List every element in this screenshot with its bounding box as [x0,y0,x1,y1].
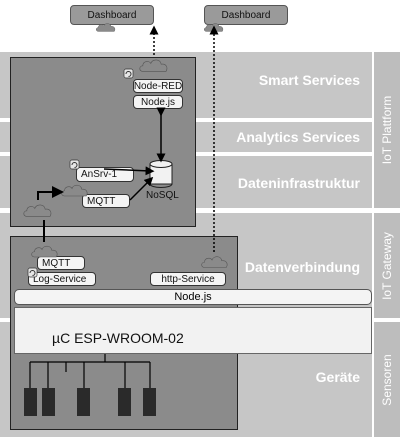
mqtt-gateway-node: MQTT [37,256,85,270]
arrow-mqtt-nosql [129,176,154,201]
mqtt-platform-node: MQTT [82,194,130,208]
refresh-icon-log-service [27,267,38,278]
ansrv-node: AnSrv-1 [76,167,134,182]
layer-smart-services-label: Smart Services [258,72,360,88]
cloud-mqtt-gateway [31,245,58,258]
layer-dateninfrastruktur-label: Dateninfrastruktur [237,175,360,191]
side-iot-platform: IoT Plattform [374,52,400,208]
layer-geraete-label: Geräte [315,369,360,385]
layer-datenverbindung-label: Datenverbindung [244,259,360,275]
sensor-1 [24,388,37,416]
refresh-icon-ansrv [69,159,80,170]
cloud-dashboard-left [95,23,116,32]
arrow-gateway-to-platform [37,192,58,242]
nodejs-gateway-bar: Node.js [14,289,372,305]
chip-body [14,307,372,354]
dashboard-right[interactable]: Dashboard [204,5,288,25]
sensor-wiring [29,354,151,388]
sensor-4 [118,388,131,416]
refresh-icon-node-red [123,68,134,79]
sensor-5 [143,388,156,416]
cloud-mqtt-platform [61,184,88,197]
cloud-node-red [139,59,168,72]
layer-analytics-services-label: Analytics Services [236,129,360,145]
arrow-ansrv-nosql [103,166,155,176]
nosql-database-icon [149,160,173,188]
http-service-node: http-Service [150,272,226,286]
sensor-3 [77,388,90,416]
side-iot-gateway: IoT Gateway [374,213,400,318]
side-sensoren: Sensoren [374,322,400,437]
log-service-node: Log-Service [28,272,96,286]
cloud-transit [23,204,52,217]
chip-label: µC ESP-WROOM-02 [52,330,184,346]
node-red-node: Node-RED [133,79,183,93]
nosql-label: NoSQL [146,190,179,201]
dashboard-left[interactable]: Dashboard [70,5,154,25]
cloud-http-service [201,256,228,268]
sensor-2 [42,388,55,416]
